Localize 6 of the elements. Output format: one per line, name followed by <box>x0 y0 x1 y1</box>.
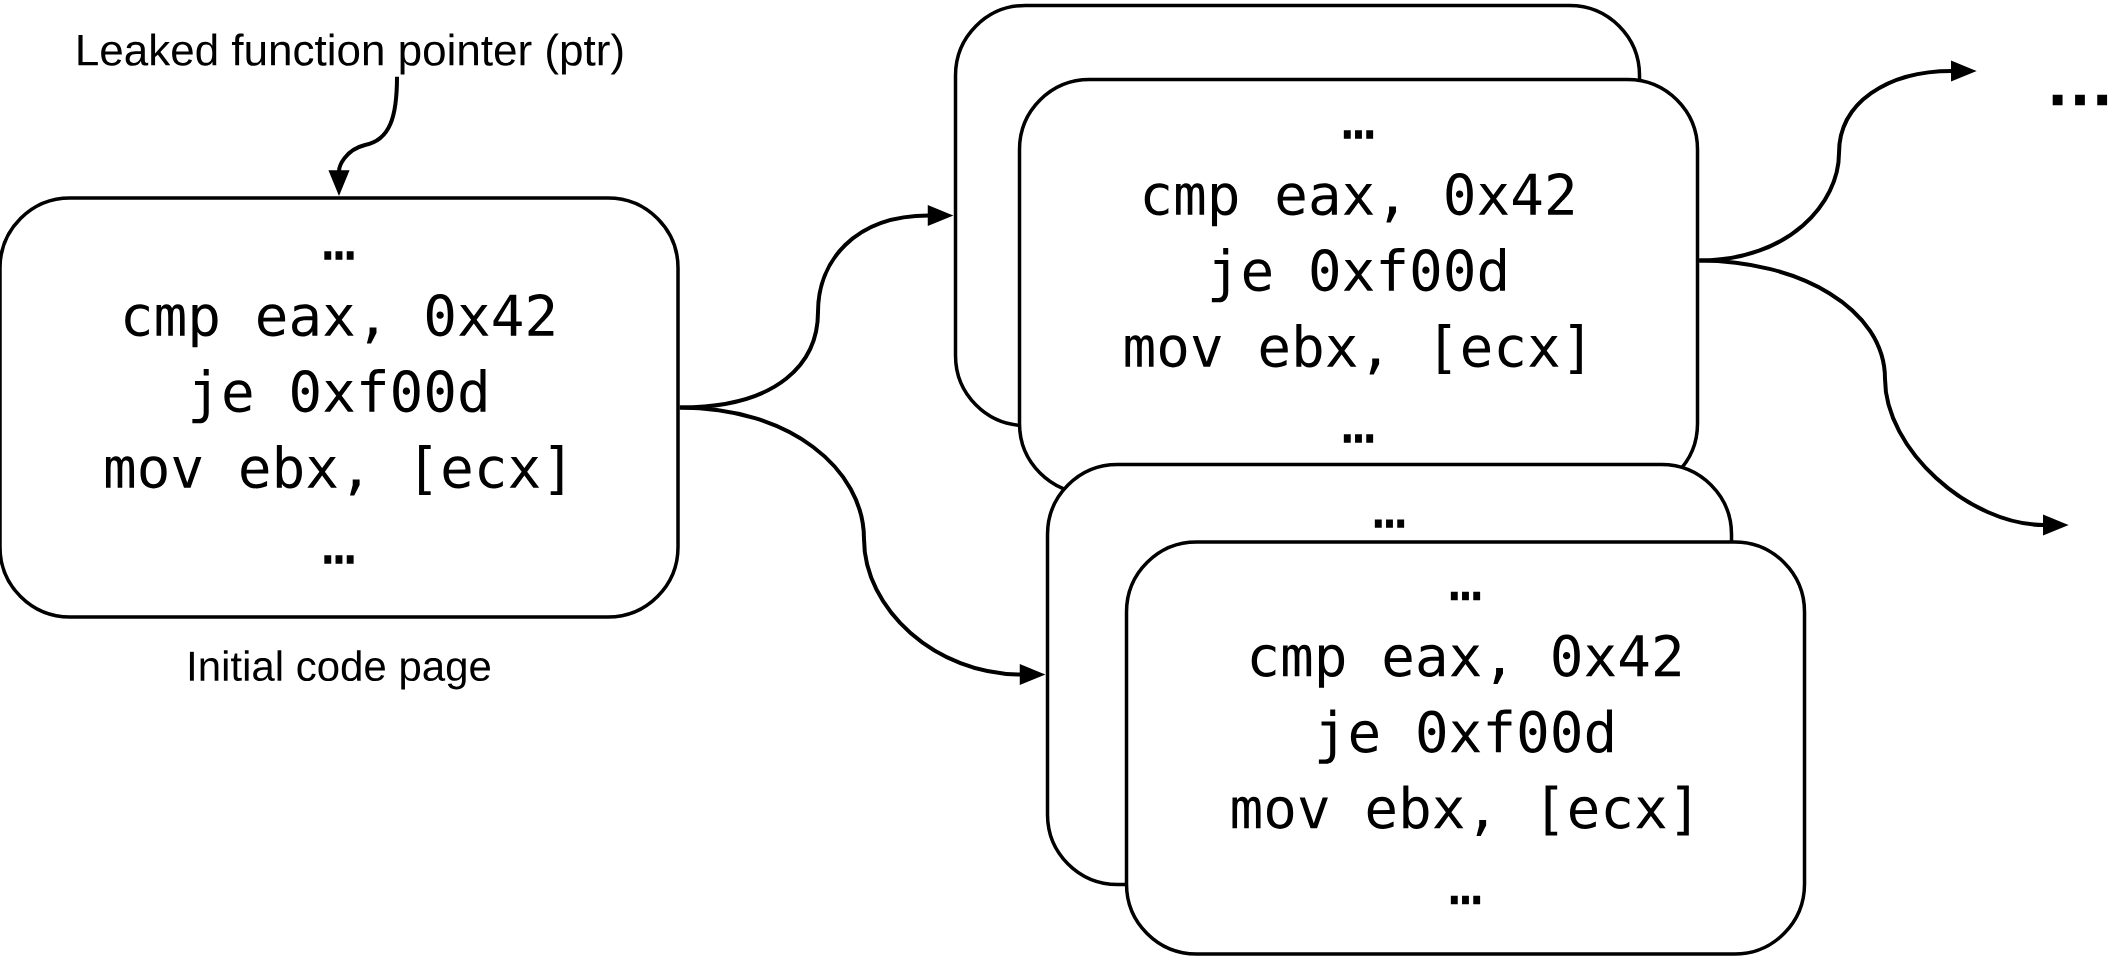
code-page-box: … cmp eax, 0x42 je 0xf00d mov ebx, [ecx] … <box>0 196 680 619</box>
code-page-box: … cmp eax, 0x42 je 0xf00d mov ebx, [ecx] … <box>1017 77 1700 496</box>
caption-text: Initial code page <box>189 650 490 690</box>
pointer-label: Leaked function pointer (ptr) <box>78 33 623 75</box>
code-page-box: … cmp eax, 0x42 je 0xf00d mov ebx, [ecx] … <box>1124 540 1807 956</box>
ellipsis-text: … <box>2052 94 2108 106</box>
